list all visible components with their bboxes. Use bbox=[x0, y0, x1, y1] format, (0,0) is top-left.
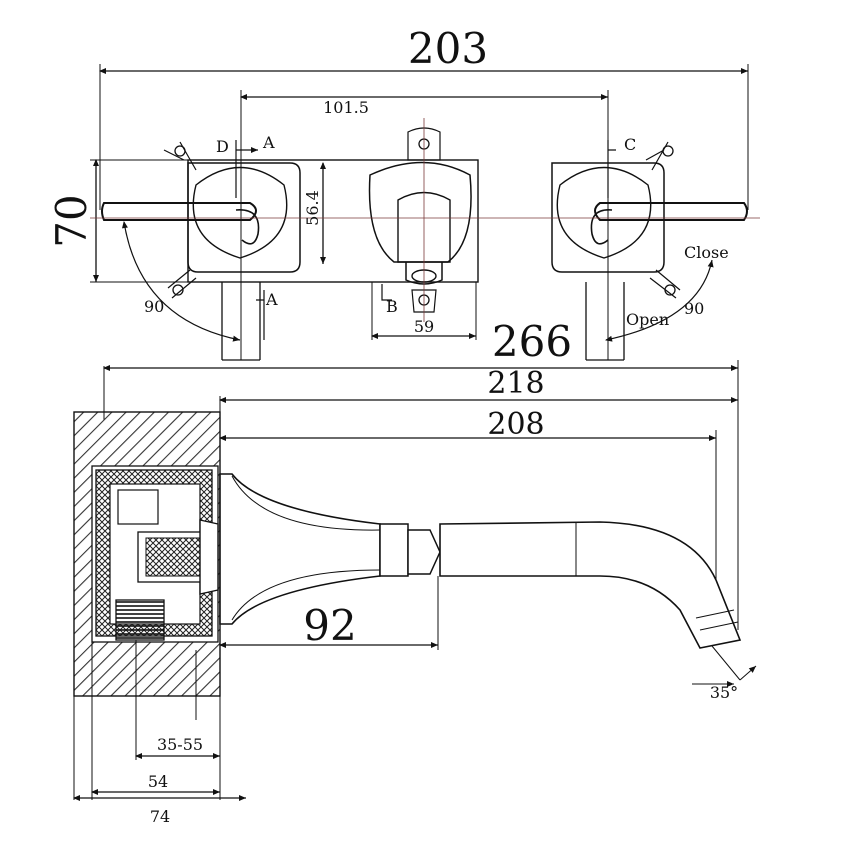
label-left-angle: 90 bbox=[144, 297, 164, 316]
label-101-5: 101.5 bbox=[323, 98, 369, 117]
left-handle-lever bbox=[101, 202, 261, 361]
label-74: 74 bbox=[150, 807, 170, 826]
right-rotation-arc bbox=[605, 259, 714, 342]
section-label-a-top: A bbox=[262, 133, 275, 152]
label-59: 59 bbox=[414, 317, 434, 336]
section-label-c: C bbox=[624, 135, 636, 154]
center-spout-fixing bbox=[368, 127, 472, 313]
label-35-degree: 35° bbox=[710, 683, 738, 702]
side-view bbox=[73, 360, 757, 801]
label-92: 92 bbox=[303, 601, 356, 650]
section-label-b: B bbox=[386, 297, 398, 316]
label-56-4: 56.4 bbox=[303, 190, 322, 226]
label-70: 70 bbox=[47, 194, 96, 247]
label-266: 266 bbox=[492, 317, 572, 366]
label-right-angle: 90 bbox=[684, 299, 704, 318]
label-close: Close bbox=[684, 243, 729, 262]
left-rotation-arc bbox=[122, 221, 241, 342]
right-handle-lever bbox=[585, 202, 748, 361]
section-label-d: D bbox=[216, 137, 229, 156]
section-label-a-bottom: A bbox=[265, 290, 278, 309]
spout bbox=[219, 473, 742, 649]
label-open: Open bbox=[626, 310, 669, 329]
front-view bbox=[90, 64, 760, 361]
label-35-55: 35-55 bbox=[157, 735, 203, 754]
valve-body bbox=[95, 469, 219, 641]
label-208: 208 bbox=[487, 407, 544, 442]
label-54: 54 bbox=[148, 772, 168, 791]
label-218: 218 bbox=[487, 366, 544, 401]
label-203: 203 bbox=[408, 24, 488, 73]
